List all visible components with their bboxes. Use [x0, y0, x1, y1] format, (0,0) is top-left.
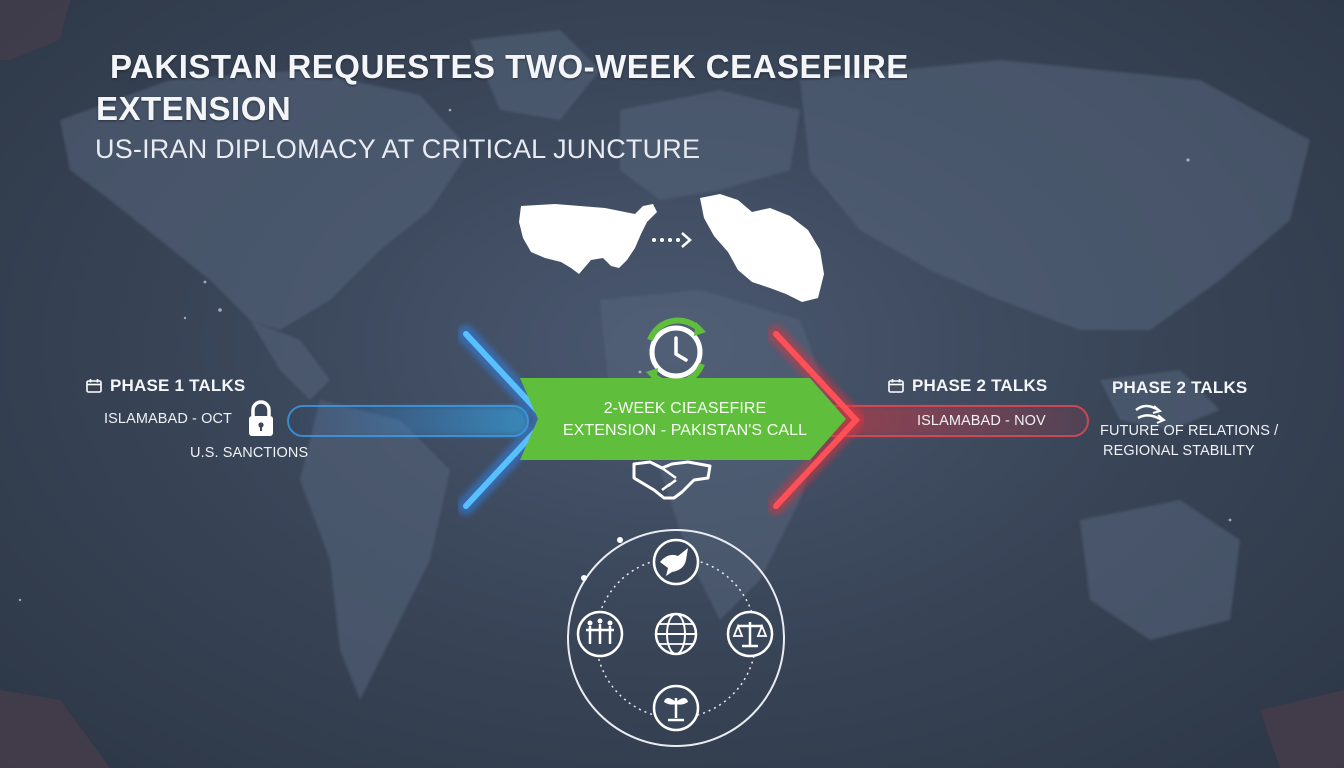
- right-phase-label: PHASE 2 TALKS: [912, 376, 1048, 395]
- far-right-line-2: REGIONAL STABILITY: [1103, 443, 1255, 459]
- ribbon-text: 2-WEEK CIEASEFIRE EXTENSION - PAKISTAN'S…: [540, 398, 830, 442]
- dove-icon: [652, 538, 700, 586]
- usa-map-icon: [519, 204, 657, 274]
- page-subtitle: US-IRAN DIPLOMACY AT CRITICAL JUNCTURE: [95, 134, 701, 164]
- clock-refresh-icon: [646, 317, 706, 387]
- right-location: ISLAMABAD - NOV: [917, 413, 1046, 429]
- right-panel: PHASE 2 TALKS: [888, 376, 1047, 396]
- lock-icon: [249, 400, 273, 436]
- ribbon-line-2: EXTENSION - PAKISTAN'S CALL: [562, 422, 808, 439]
- plant-icon: [652, 684, 700, 732]
- far-right-line-1: FUTURE OF RELATIONS /: [1100, 423, 1279, 439]
- handshake-icon: [632, 460, 712, 500]
- left-location: ISLAMABAD - OCT: [104, 411, 232, 427]
- scales-icon: [726, 610, 774, 658]
- figures-icon: [576, 610, 624, 658]
- left-note: U.S. SANCTIONS: [190, 445, 309, 461]
- red-arrow: [767, 325, 1089, 515]
- wave-arrows-icon: [1135, 404, 1166, 424]
- page-title: PAKISTAN REQUESTES TWO-WEEK CEASEFIIRE E…: [96, 48, 909, 127]
- ribbon-line-1: 2-WEEK CIEASEFIRE: [603, 400, 767, 417]
- blue-arrow: [287, 325, 559, 515]
- iran-map-icon: [700, 194, 824, 302]
- calendar-icon: [888, 379, 904, 393]
- values-diagram: [567, 529, 785, 747]
- far-right-phase-label: PHASE 2 TALKS: [1112, 378, 1248, 397]
- globe-icon: [654, 612, 698, 656]
- left-phase-label: PHASE 1 TALKS: [110, 376, 246, 395]
- calendar-icon: [86, 379, 102, 393]
- ceasefire-ribbon: [520, 378, 846, 460]
- left-panel: PHASE 1 TALKS: [86, 376, 245, 396]
- dotted-arrow-icon: [652, 232, 692, 248]
